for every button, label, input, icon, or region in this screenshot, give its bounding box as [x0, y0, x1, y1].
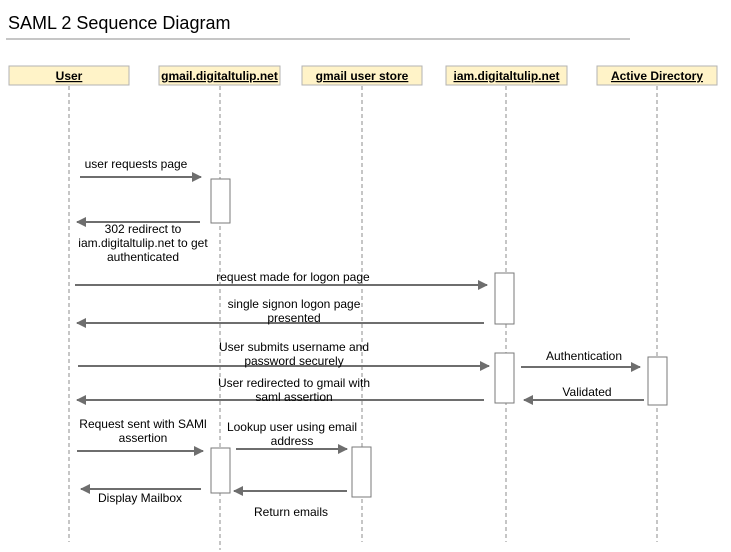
message-label-8a: User redirected to gmail with	[218, 376, 370, 390]
message-label-2c: authenticated	[107, 250, 179, 264]
actor-user: User	[8, 65, 130, 86]
message-label-9a: Request sent with SAMl	[79, 417, 206, 431]
message-label-1: user requests page	[85, 157, 188, 171]
message-label-4a: single signon logon page	[228, 297, 361, 311]
message-label-8b: saml assertion	[255, 390, 332, 404]
message-label-2a: 302 redirect to	[105, 222, 182, 236]
message-label-4b: presented	[267, 311, 320, 325]
actor-label-gmail: gmail.digitaltulip.net	[161, 69, 278, 83]
actor-label-store: gmail user store	[316, 69, 409, 83]
activation-store-1	[351, 446, 372, 498]
message-label-5b: password securely	[244, 354, 343, 368]
message-label-6: Authentication	[546, 349, 622, 363]
message-label-2b: iam.digitaltulip.net to get	[78, 236, 208, 250]
actor-label-user: User	[56, 69, 83, 83]
activation-gmail-2	[210, 447, 231, 494]
actor-ad: Active Directory	[596, 65, 718, 86]
activation-iam-2	[494, 352, 515, 404]
actor-label-ad: Active Directory	[611, 69, 703, 83]
actor-gmail: gmail.digitaltulip.net	[158, 65, 281, 86]
message-label-7: Validated	[562, 385, 611, 399]
activation-ad-1	[647, 356, 668, 406]
actor-store: gmail user store	[301, 65, 423, 86]
message-label-10b: address	[271, 434, 314, 448]
message-label-3: request made for logon page	[216, 270, 370, 284]
diagram-title: SAML 2 Sequence Diagram	[8, 13, 230, 33]
actor-iam: iam.digitaltulip.net	[445, 65, 568, 86]
message-label-5a: User submits username and	[219, 340, 369, 354]
activation-iam-1	[494, 272, 515, 325]
message-label-11: Return emails	[254, 505, 328, 519]
actor-label-iam: iam.digitaltulip.net	[453, 69, 559, 83]
message-label-9b: assertion	[119, 431, 168, 445]
message-label-12: Display Mailbox	[98, 491, 182, 505]
activation-gmail-1	[210, 178, 231, 224]
message-label-10a: Lookup user using email	[227, 420, 357, 434]
